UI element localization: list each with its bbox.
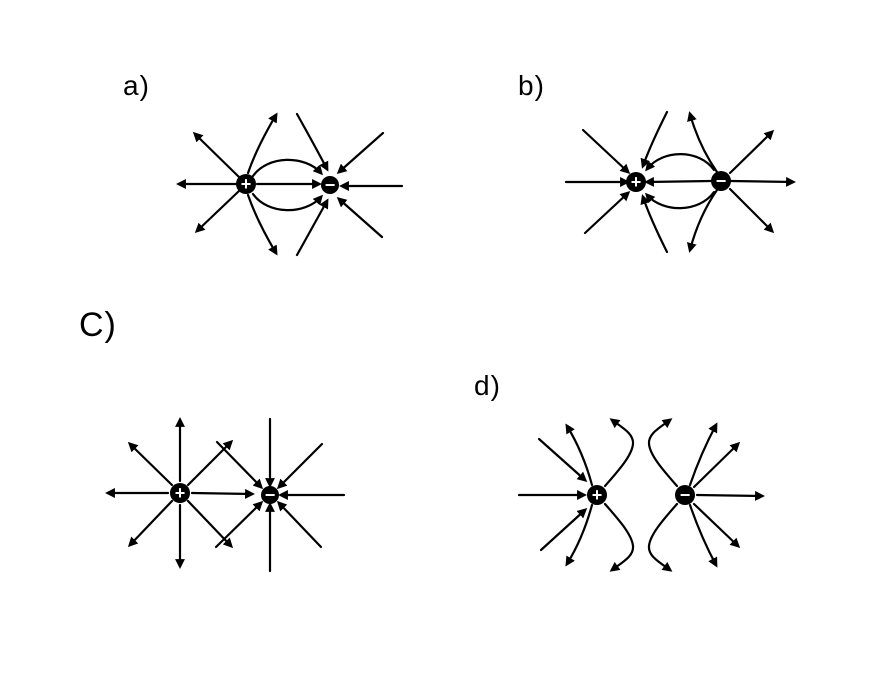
positive-charge-c [170,483,190,503]
field-line [276,500,323,549]
field-line [565,503,594,567]
field-line [276,442,324,490]
field-line [687,111,719,174]
field-line [336,131,385,174]
negative-charge-symbol-b: − [716,171,727,191]
field-line [214,500,264,549]
negative-charge-symbol-c: − [265,485,276,505]
panel-a-field-lines: + − [176,112,404,257]
negative-charge-a [321,176,339,194]
positive-charge-symbol-d: + [592,485,603,505]
field-line [640,194,669,254]
panel-a-label: a) [123,70,150,101]
field-line [686,188,719,253]
field-line [295,112,329,172]
field-line [695,490,765,501]
negative-charge-b [711,171,731,191]
negative-charge-symbol-a: − [325,175,336,195]
field-line [192,131,241,179]
field-line [647,502,679,572]
field-line [565,423,594,487]
field-line [729,176,796,187]
field-line [603,502,635,572]
panel-b-label: b) [518,70,545,101]
field-line [688,503,718,568]
positive-charge-a [236,174,256,194]
positive-charge-symbol-c: + [175,483,186,503]
panel-c-label: C) [79,306,117,344]
panel-c-field-lines: + − [105,417,346,573]
field-line [645,153,716,172]
field-line [647,418,679,488]
negative-charge-symbol-d: − [680,485,691,505]
negative-charge-d [675,485,695,505]
panel-d-field-lines: + − [517,418,765,572]
field-line [246,112,278,175]
field-line [246,193,278,256]
field-line [583,190,631,235]
field-line [194,189,241,234]
field-line [728,129,775,175]
field-line [692,441,741,489]
field-line [581,128,631,175]
field-line [336,197,384,239]
field-line [215,440,264,490]
panel-d-label: d) [474,370,501,401]
field-line [127,499,174,548]
positive-charge-d [587,485,607,505]
field-line [603,418,635,488]
field-line [251,192,323,212]
panel-b-field-lines: + − [564,110,796,254]
field-line [645,190,716,210]
positive-charge-b [626,172,646,192]
field-line [537,437,588,482]
negative-charge-c [261,486,279,504]
field-line [127,441,174,487]
field-line [728,187,775,234]
field-line [688,422,718,487]
field-line [692,502,741,549]
field-line [640,110,669,169]
field-line [295,198,329,257]
field-line [644,176,713,187]
field-line [190,488,255,499]
field-line [251,158,323,178]
positive-charge-symbol-b: + [631,172,642,192]
positive-charge-symbol-a: + [241,174,252,194]
field-line [539,508,588,552]
